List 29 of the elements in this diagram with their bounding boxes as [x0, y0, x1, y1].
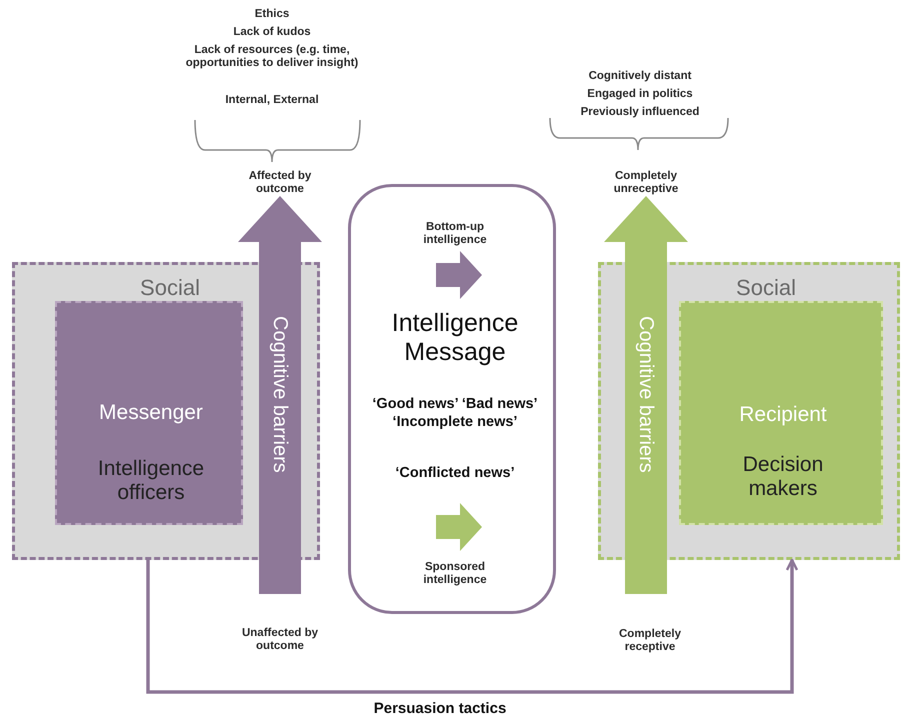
message-box	[348, 184, 556, 614]
role-title: Recipient	[738, 403, 828, 428]
role-box	[679, 301, 883, 525]
scale-arrow	[604, 196, 688, 594]
role-title: Messenger	[98, 401, 204, 426]
panel-title: Social	[735, 275, 797, 300]
note-text: Cognitively distant	[588, 70, 692, 84]
message-text: ‘Conflicted news’	[394, 465, 516, 482]
role-text: Decision makers	[742, 453, 824, 502]
message-title: Intelligence Message	[390, 309, 520, 366]
scale-label: Completely receptive	[618, 628, 682, 654]
arrow-caption: Bottom-up intelligence	[422, 221, 488, 248]
role-box	[55, 301, 243, 525]
scale-label: Completely unreceptive	[612, 170, 680, 196]
scale-label: Affected by outcome	[248, 170, 312, 196]
note-text: Previously influenced	[580, 106, 700, 120]
arrow-caption: Sponsored intelligence	[422, 561, 488, 588]
scale-arrow	[238, 196, 322, 594]
note-text: Lack of resources (e.g. time, opportunities to deliver insight)	[184, 44, 360, 70]
arrow-label: Cognitive barriers	[634, 316, 657, 473]
message-text: ‘Good news’ ‘Bad news’ ‘Incomplete news’	[371, 395, 539, 432]
note-text: Internal, External	[224, 94, 320, 108]
scale-label: Unaffected by outcome	[240, 627, 320, 654]
role-text: Intelligence officers	[96, 457, 206, 506]
panel-title: Social	[139, 275, 201, 300]
note-text: Engaged in politics	[586, 88, 694, 102]
note-text: Ethics	[254, 8, 290, 22]
arrow-label: Cognitive barriers	[268, 316, 291, 473]
note-text: Lack of kudos	[232, 26, 312, 40]
